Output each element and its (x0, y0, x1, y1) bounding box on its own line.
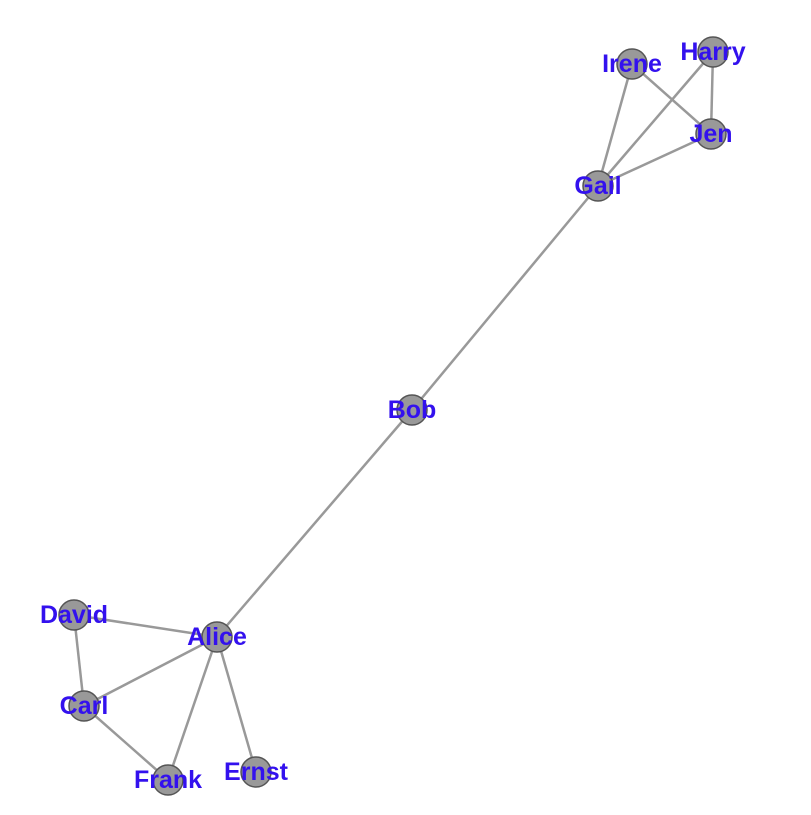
node-alice[interactable] (201, 621, 233, 653)
node-irene[interactable] (616, 48, 648, 80)
node-bob[interactable] (396, 394, 428, 426)
edge-alice-carl (83, 635, 218, 708)
node-ernst[interactable] (240, 756, 272, 788)
node-jen[interactable] (695, 118, 727, 150)
edge-irene-jen (631, 63, 712, 135)
node-label-david: David (40, 601, 108, 629)
node-label-harry: Harry (680, 38, 745, 66)
nodes-layer (58, 36, 729, 796)
node-frank[interactable] (152, 764, 184, 796)
edge-alice-frank (166, 636, 219, 781)
edge-gail-jen (597, 132, 712, 188)
node-label-carl: Carl (60, 692, 109, 720)
node-label-ernst: Ernst (224, 758, 289, 786)
edge-carl-frank (83, 705, 169, 781)
node-label-frank: Frank (134, 766, 202, 794)
node-label-alice: Alice (187, 623, 247, 651)
edge-alice-ernst (215, 636, 258, 773)
edge-gail-harry (597, 51, 714, 187)
edge-alice-bob (216, 409, 413, 638)
node-harry[interactable] (697, 36, 729, 68)
node-label-jen: Jen (689, 120, 732, 148)
node-label-gail: Gail (574, 172, 621, 200)
node-carl[interactable] (68, 690, 100, 722)
node-label-irene: Irene (602, 50, 662, 78)
node-david[interactable] (58, 599, 90, 631)
node-label-bob: Bob (388, 396, 437, 424)
edge-gail-irene (596, 63, 634, 187)
node-gail[interactable] (582, 170, 614, 202)
edge-alice-david (73, 613, 218, 639)
edge-bob-gail (411, 185, 599, 411)
